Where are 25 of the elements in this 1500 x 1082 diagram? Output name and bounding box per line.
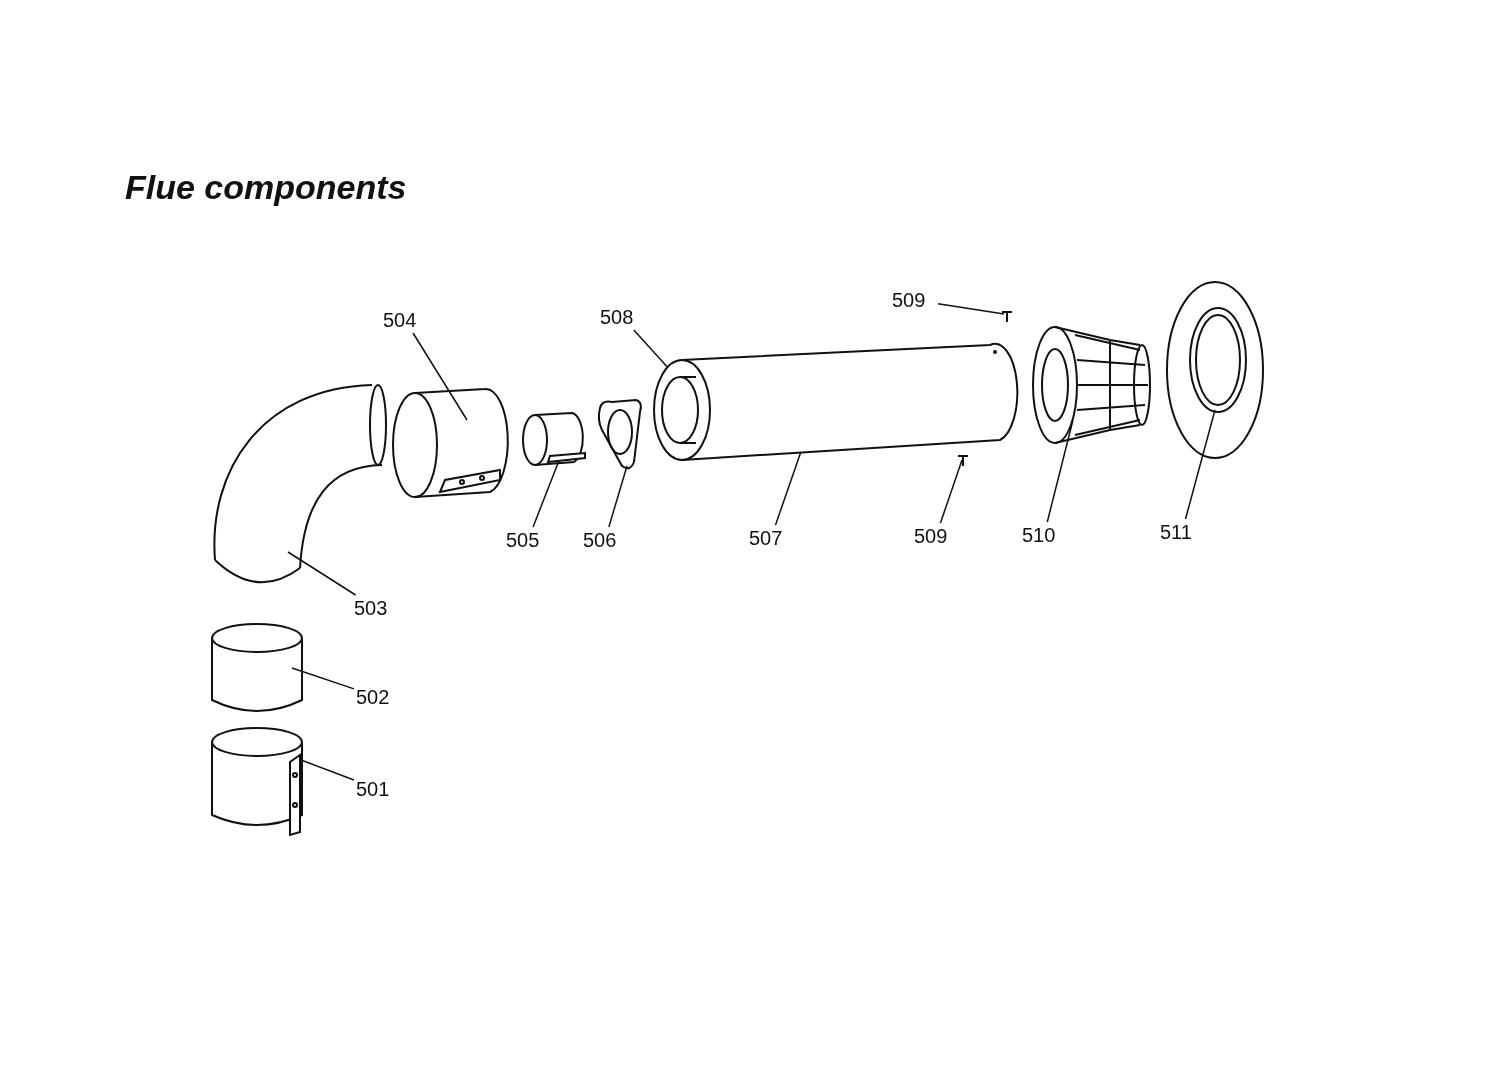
callout-number: 509 xyxy=(892,288,926,312)
leader-line xyxy=(291,667,355,690)
callout-number: 503 xyxy=(354,596,388,620)
leader-line xyxy=(608,465,628,528)
callout-number: 510 xyxy=(1022,523,1056,547)
callout-number: 502 xyxy=(356,685,390,709)
wall-plate-drawing xyxy=(1165,280,1265,460)
leader-line xyxy=(937,303,1005,315)
leader-line xyxy=(1184,409,1216,520)
inner-tube-drawing xyxy=(660,375,700,445)
leader-line xyxy=(287,551,357,596)
leader-line xyxy=(300,759,355,781)
callout-number: 505 xyxy=(506,528,540,552)
leader-line xyxy=(1046,419,1074,523)
callout-number: 504 xyxy=(383,308,417,332)
callout-number: 509 xyxy=(914,524,948,548)
callout-number: 511 xyxy=(1160,520,1192,544)
callout-number: 506 xyxy=(583,528,617,552)
diagram-title: Flue components xyxy=(125,168,407,207)
callout-number: 501 xyxy=(356,777,390,801)
callout-number: 507 xyxy=(749,526,783,550)
callout-number: 508 xyxy=(600,305,634,329)
screw-drawing xyxy=(1000,308,1014,324)
screw-drawing xyxy=(956,452,970,468)
leader-line xyxy=(939,459,963,524)
